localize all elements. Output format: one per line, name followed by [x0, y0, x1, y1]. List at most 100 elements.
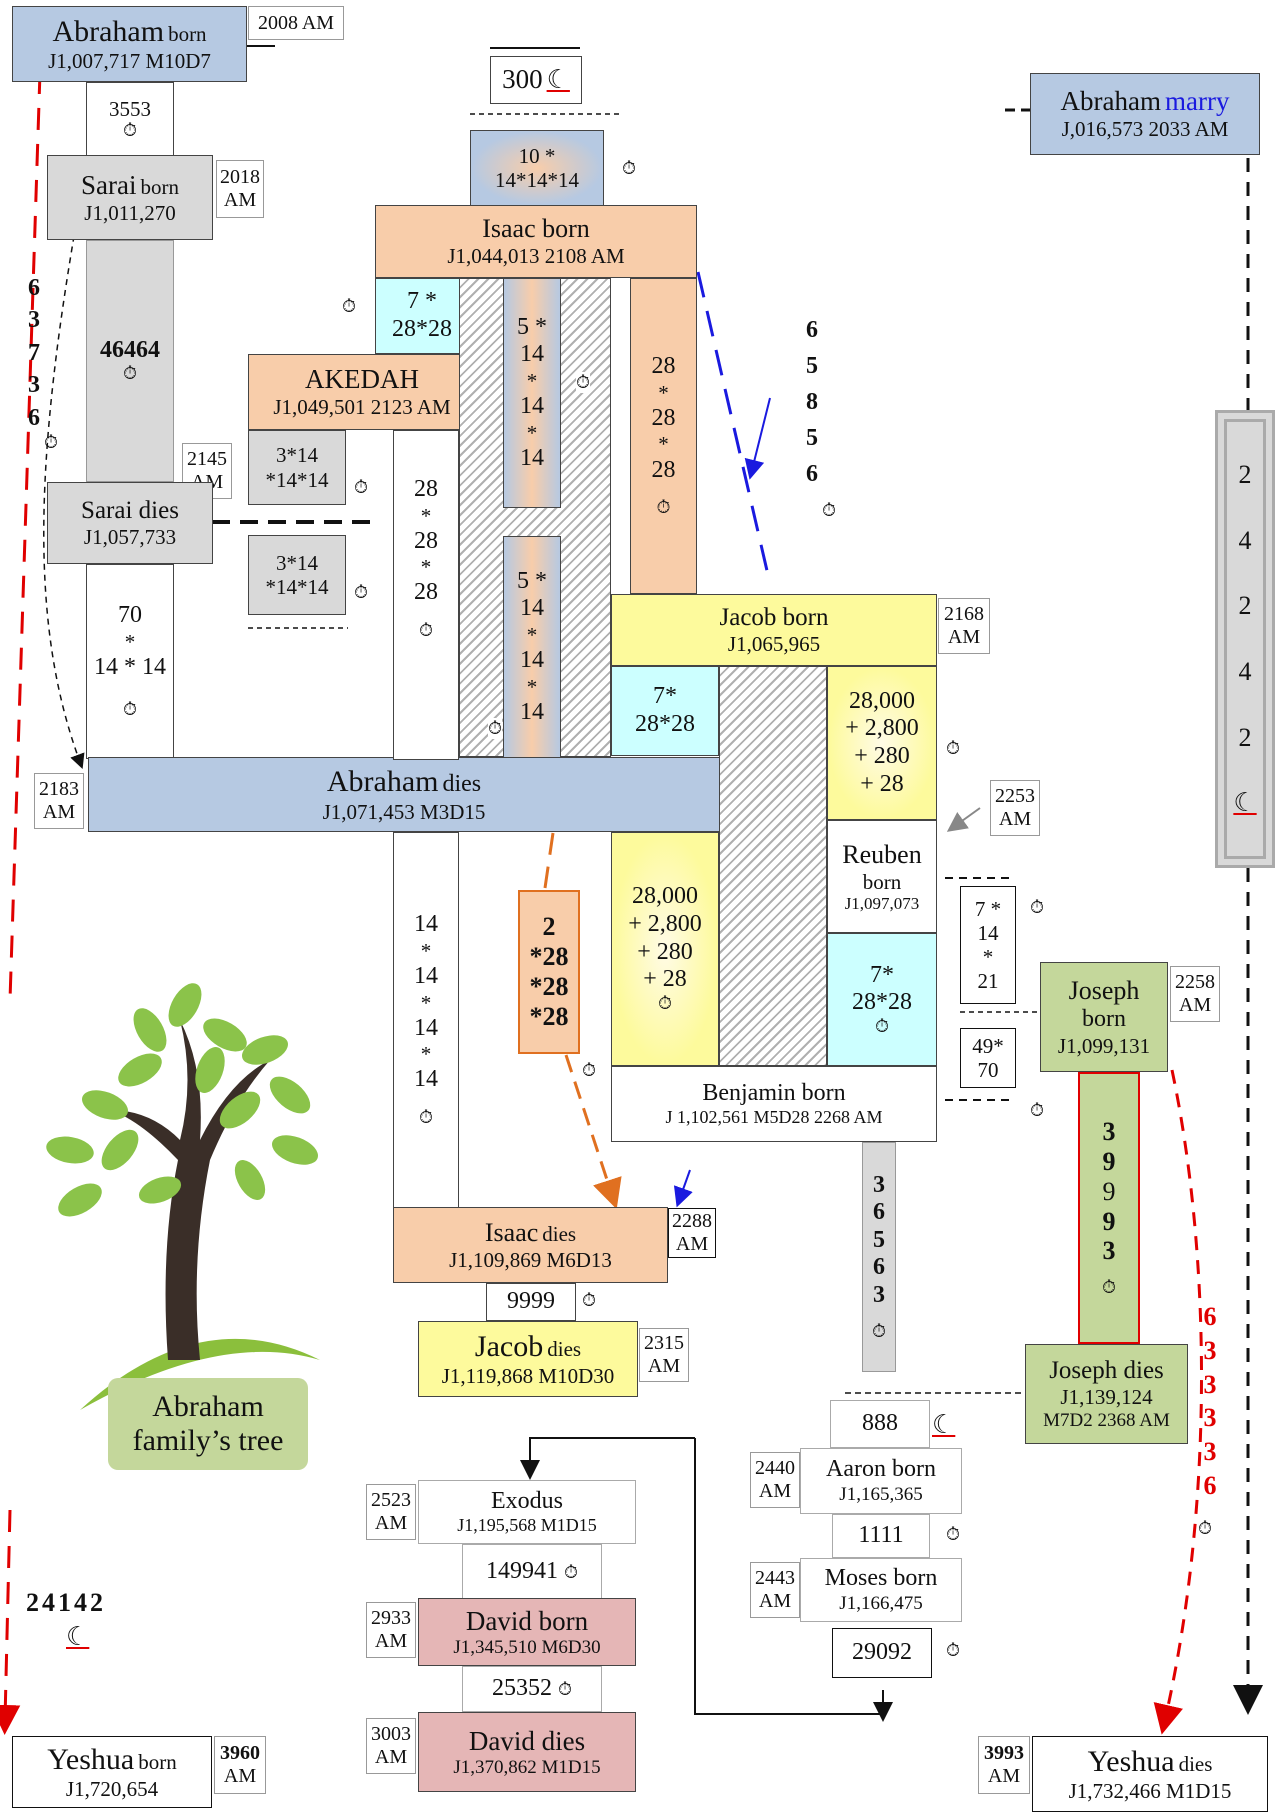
factor-7-28-box-3: 7* 28*28 ⏱	[827, 933, 937, 1066]
factor-7-28-box-1: 7 * 28*28	[375, 278, 469, 354]
clock-icon: ⏱	[122, 698, 138, 720]
isaac-dies-box: Isaac dies J1,109,869 M6D13	[393, 1207, 668, 1283]
count-24242-column: 2 4 2 4 2 ☾	[1224, 419, 1266, 859]
sum-box-2: 28,000 + 2,800 + 280 + 28 ⏱	[611, 832, 719, 1066]
abraham-born-date: J1,007,717 M10D7	[48, 49, 211, 74]
factor-28-column: 28 * 28 * 28 ⏱	[393, 430, 459, 760]
clock-icon: ⏱	[557, 1679, 573, 1701]
joseph-dies-box: Joseph dies J1,139,124 M7D2 2368 AM	[1025, 1344, 1188, 1444]
clock-icon: ⏱	[622, 158, 637, 179]
clock-icon: ⏱	[946, 1640, 961, 1661]
aaron-born-box: Aaron born J1,165,365	[800, 1448, 962, 1514]
clock-icon: ⏱	[871, 1320, 887, 1342]
factor-7-14-21-box: 7 * 14 * 21	[960, 886, 1016, 1004]
clock-icon: ⏱	[1030, 1100, 1045, 1121]
clock-icon: ⏱	[582, 1060, 597, 1081]
clock-icon: ⏱	[874, 1015, 890, 1037]
abraham-born-name: Abraham	[52, 14, 165, 48]
abraham-dies-box: Abraham dies J1,071,453 M3D15	[88, 757, 720, 832]
clock-icon: ⏱	[354, 582, 369, 603]
count-3553-box: 3553 ⏱	[86, 82, 174, 157]
count-888-box: 888	[830, 1400, 930, 1448]
clock-icon: ⏱	[946, 738, 961, 759]
clock-icon: ⏱	[946, 1524, 961, 1545]
yeshua-born-box: Yeshua born J1,720,654	[12, 1736, 212, 1808]
clock-icon: ⏱	[488, 718, 503, 739]
clock-icon: ⏱	[1101, 1277, 1117, 1299]
moon-icon: ☾	[66, 1622, 90, 1651]
count-24242-frame: 2 4 2 4 2 ☾	[1215, 410, 1275, 868]
clock-icon: ⏱	[657, 992, 673, 1014]
count-29092-box: 29092	[832, 1628, 932, 1678]
sarai-born-box: Sarai born J1,011,270	[47, 155, 213, 240]
factor-7-28-box-2: 7* 28*28	[611, 666, 719, 756]
factor-14-column: 14 * 14 * 14 * 14 ⏱	[393, 832, 459, 1208]
david-dies-box: David dies J1,370,862 M1D15	[418, 1712, 636, 1792]
count-9999-box: 9999	[486, 1283, 576, 1321]
factor-2x28-box: 2 *28 *28 *28	[518, 890, 580, 1054]
red-dashed-line-left	[8, 71, 42, 1001]
count-39993-column: 3 9 9 9 3 ⏱	[1078, 1072, 1140, 1344]
clock-icon: ⏱	[418, 620, 434, 642]
clock-icon: ⏱	[418, 1107, 434, 1129]
isaac-born-box: Isaac born J1,044,013 2108 AM	[375, 205, 697, 278]
moon-icon: ☾	[1233, 788, 1257, 818]
count-149941-box: 149941 ⏱	[462, 1544, 602, 1599]
clock-icon: ⏱	[563, 1561, 579, 1583]
count-25352-box: 25352 ⏱	[462, 1666, 602, 1712]
clock-icon: ⏱	[576, 372, 591, 393]
abraham-marry-box: Abraham marry J,016,573 2033 AM	[1030, 73, 1260, 155]
clock-icon: ⏱	[122, 120, 138, 142]
joseph-born-box: Joseph born J1,099,131	[1040, 962, 1168, 1072]
count-300-box: 300 ☾	[490, 56, 582, 104]
sum-box-1: 28,000 + 2,800 + 280 + 28	[827, 666, 937, 820]
clock-icon: ⏱	[656, 497, 671, 519]
moon-icon: ☾	[932, 1410, 956, 1439]
jacob-dies-box: Jacob dies J1,119,868 M10D30	[418, 1321, 638, 1397]
am-2008: 2008 AM	[248, 6, 344, 40]
count-1111-box: 1111	[832, 1514, 930, 1558]
count-24142: 24142	[26, 1588, 106, 1617]
factor-3x14-box-1: 3*14*14*14	[248, 430, 346, 505]
factor-5-column-1: 5 * 14 * 14 * 14	[503, 278, 561, 508]
factor-49-70-box: 49* 70	[960, 1028, 1016, 1088]
moon-icon: ☾	[546, 65, 570, 95]
factor-5-column-2: 5 * 14 * 14 * 14	[503, 536, 561, 758]
jacob-born-box: Jacob born J1,065,965	[611, 594, 937, 666]
clock-icon: ⏱	[1030, 897, 1045, 918]
reuben-born-box: Reuben born J1,097,073	[827, 820, 937, 933]
clock-icon: ⏱	[1198, 1518, 1213, 1539]
moses-born-box: Moses born J1,166,475	[800, 1558, 962, 1622]
clock-icon: ⏱	[354, 477, 369, 498]
factor-10-box: 10 * 14*14*14	[470, 130, 604, 206]
david-born-box: David born J1,345,510 M6D30	[418, 1598, 636, 1666]
clock-icon: ⏱	[44, 432, 59, 453]
yeshua-dies-box: Yeshua dies J1,732,466 M1D15	[1032, 1736, 1268, 1812]
red-arrow-to-yeshua-born	[0, 1509, 21, 1735]
exodus-box: Exodus J1,195,568 M1D15	[418, 1480, 636, 1544]
factor-3x14-box-2: 3*14*14*14	[248, 535, 346, 615]
count-46464-column: 46464 ⏱	[86, 240, 174, 482]
clock-icon: ⏱	[342, 296, 357, 317]
abraham-born-box: Abraham born J1,007,717 M10D7	[12, 6, 247, 82]
tree-label: Abraham family’s tree	[108, 1378, 308, 1470]
clock-icon: ⏱	[822, 500, 837, 521]
benjamin-born-box: Benjamin born J 1,102,561 M5D28 2268 AM	[611, 1066, 937, 1142]
clock-icon: ⏱	[582, 1290, 597, 1311]
sarai-dies-box: Sarai dies J1,057,733	[47, 482, 213, 564]
